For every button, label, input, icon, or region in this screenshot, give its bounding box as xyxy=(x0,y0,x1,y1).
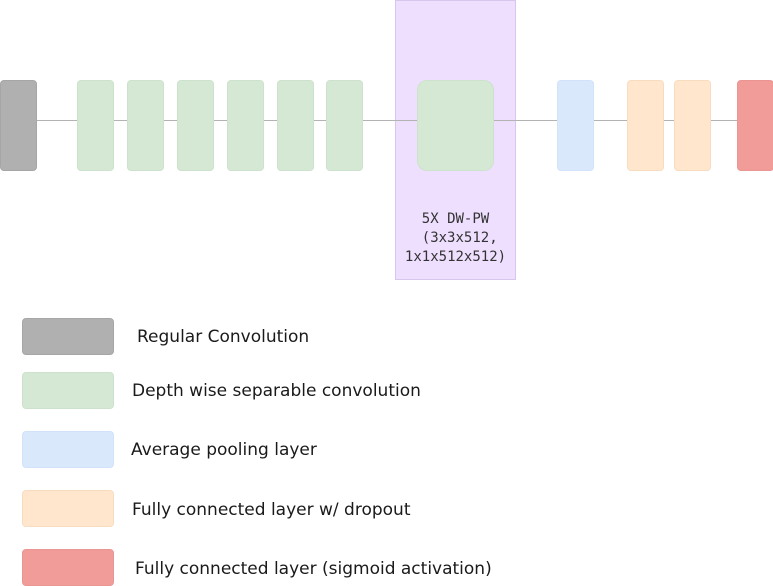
fc-sigmoid-block xyxy=(737,80,773,171)
legend-label-avg-pool: Average pooling layer xyxy=(131,440,317,460)
repeat-group-caption: 5X DW-PW (3x3x512, 1x1x512x512) xyxy=(404,211,507,265)
legend-label-regular-conv: Regular Convolution xyxy=(137,327,310,347)
legend-swatch-fc-sigmoid xyxy=(22,549,114,586)
legend-label-fc-dropout: Fully connected layer w/ dropout xyxy=(132,500,411,520)
fc-dropout-block-2 xyxy=(674,80,711,171)
legend-swatch-avg-pool xyxy=(22,431,114,468)
legend-swatch-dw-sep-conv xyxy=(22,372,114,409)
avg-pool-block xyxy=(557,80,594,171)
connector-line xyxy=(0,120,773,121)
dw-sep-conv-block-5 xyxy=(277,80,314,171)
dw-sep-conv-block-1 xyxy=(77,80,114,171)
dw-sep-conv-block-3 xyxy=(177,80,214,171)
legend-label-dw-sep-conv: Depth wise separable convolution xyxy=(132,381,421,401)
fc-dropout-block-1 xyxy=(627,80,664,171)
legend-swatch-regular-conv xyxy=(22,318,114,355)
regular-conv-block xyxy=(0,80,37,171)
dw-sep-conv-block-4 xyxy=(227,80,264,171)
dw-sep-conv-block-6 xyxy=(326,80,363,171)
dw-pw-repeat-block xyxy=(417,80,494,171)
legend-swatch-fc-dropout xyxy=(22,490,114,527)
dw-sep-conv-block-2 xyxy=(127,80,164,171)
legend-label-fc-sigmoid: Fully connected layer (sigmoid activatio… xyxy=(135,559,492,579)
